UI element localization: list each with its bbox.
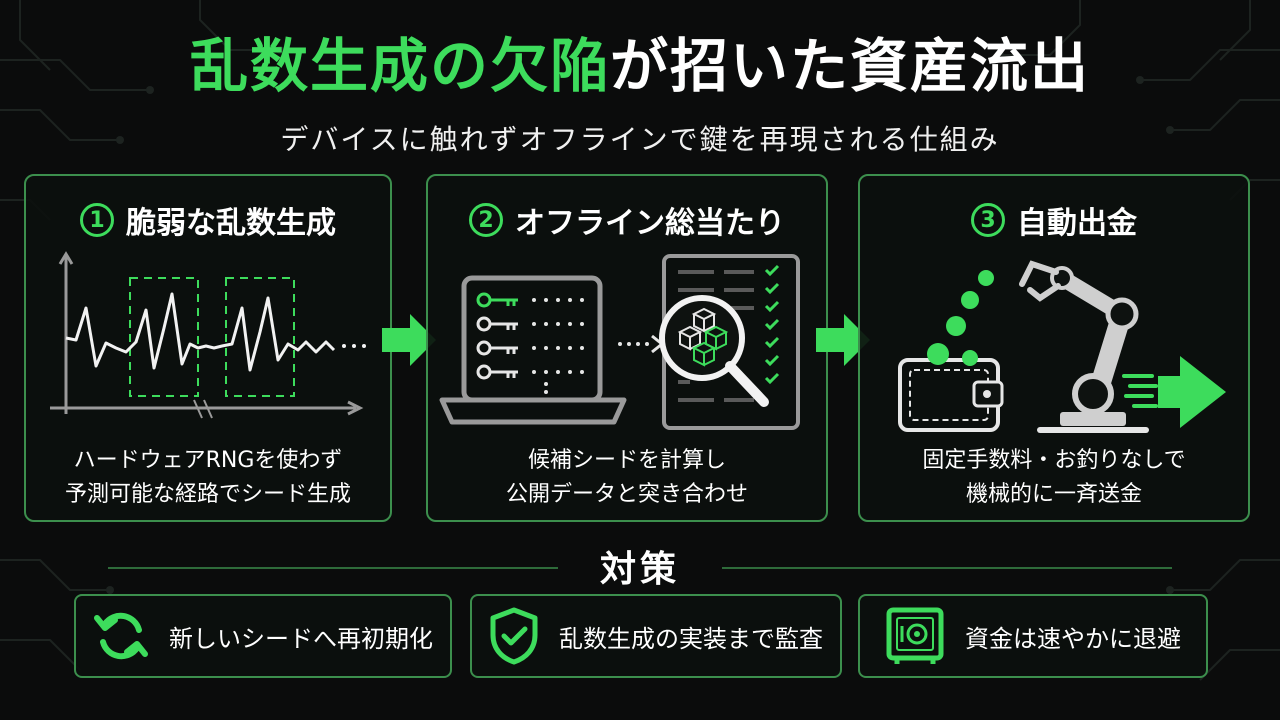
step-card-3: 3 自動出金 固定手数料・お釣りなしで 機械的に一斉送金	[858, 174, 1250, 522]
countermeasure-label-3: 資金は速やかに退避	[965, 624, 1181, 653]
step-1-title-text: 脆弱な乱数生成	[126, 206, 336, 241]
step-2-description: 候補シードを計算し 公開データと突き合わせ	[428, 444, 826, 512]
step-1-desc-line-2: 予測可能な経路でシード生成	[64, 482, 351, 507]
page-subtitle: デバイスに触れずオフラインで鍵を再現される仕組み	[280, 123, 1000, 156]
title-rest: が招いた資産流出	[610, 32, 1091, 100]
robot-arm-wallet-icon	[898, 260, 1226, 433]
step-1-number: 1	[80, 203, 114, 237]
waveform-chart-icon	[50, 251, 366, 419]
section-divider-left	[108, 567, 558, 569]
step-3-title: 3 自動出金	[860, 198, 1248, 242]
step-3-title-text: 自動出金	[1017, 206, 1137, 241]
safe-icon	[886, 607, 944, 664]
step-1-title: 1 脆弱な乱数生成	[26, 198, 390, 242]
refresh-icon	[94, 612, 148, 660]
step-2-title-text: オフライン総当たり	[515, 206, 785, 241]
step-3-desc-line-2: 機械的に一斉送金	[965, 482, 1142, 507]
step-2-desc-line-1: 候補シードを計算し	[527, 448, 726, 473]
step-2-desc-line-2: 公開データと突き合わせ	[505, 482, 748, 507]
step-card-2: 2 オフライン総当たり	[426, 174, 828, 522]
section-divider-right	[722, 567, 1172, 569]
page-title: 乱数生成の欠陥が招いた資産流出	[0, 32, 1280, 102]
shield-check-icon	[490, 607, 538, 665]
countermeasure-audit: 乱数生成の実装まで監査	[470, 594, 842, 678]
step-1-desc-line-1: ハードウェアRNGを使わず	[73, 448, 343, 473]
step-card-1: 1 脆弱な乱数生成 ハードウェアRNGを使わず 予測可能な経路でシード生成	[24, 174, 392, 522]
flow-arrow-icon	[816, 314, 870, 366]
step-3-desc-line-1: 固定手数料・お釣りなしで	[922, 448, 1186, 473]
step-2-title: 2 オフライン総当たり	[428, 198, 826, 242]
countermeasure-reinitialize: 新しいシードへ再初期化	[74, 594, 452, 678]
title-highlight: 乱数生成の欠陥	[189, 32, 610, 100]
step-1-description: ハードウェアRNGを使わず 予測可能な経路でシード生成	[26, 444, 390, 512]
magnifier-document-icon	[659, 254, 800, 430]
step-3-number: 3	[971, 203, 1005, 237]
countermeasure-evacuate: 資金は速やかに退避	[858, 594, 1208, 678]
step-2-number: 2	[469, 203, 503, 237]
laptop-keys-icon	[439, 275, 627, 425]
countermeasure-label-1: 新しいシードへ再初期化	[169, 624, 433, 653]
countermeasure-label-2: 乱数生成の実装まで監査	[559, 624, 823, 653]
flow-arrow-icon	[382, 314, 436, 366]
countermeasures-title: 対策	[599, 549, 680, 590]
step-3-description: 固定手数料・お釣りなしで 機械的に一斉送金	[860, 444, 1248, 512]
